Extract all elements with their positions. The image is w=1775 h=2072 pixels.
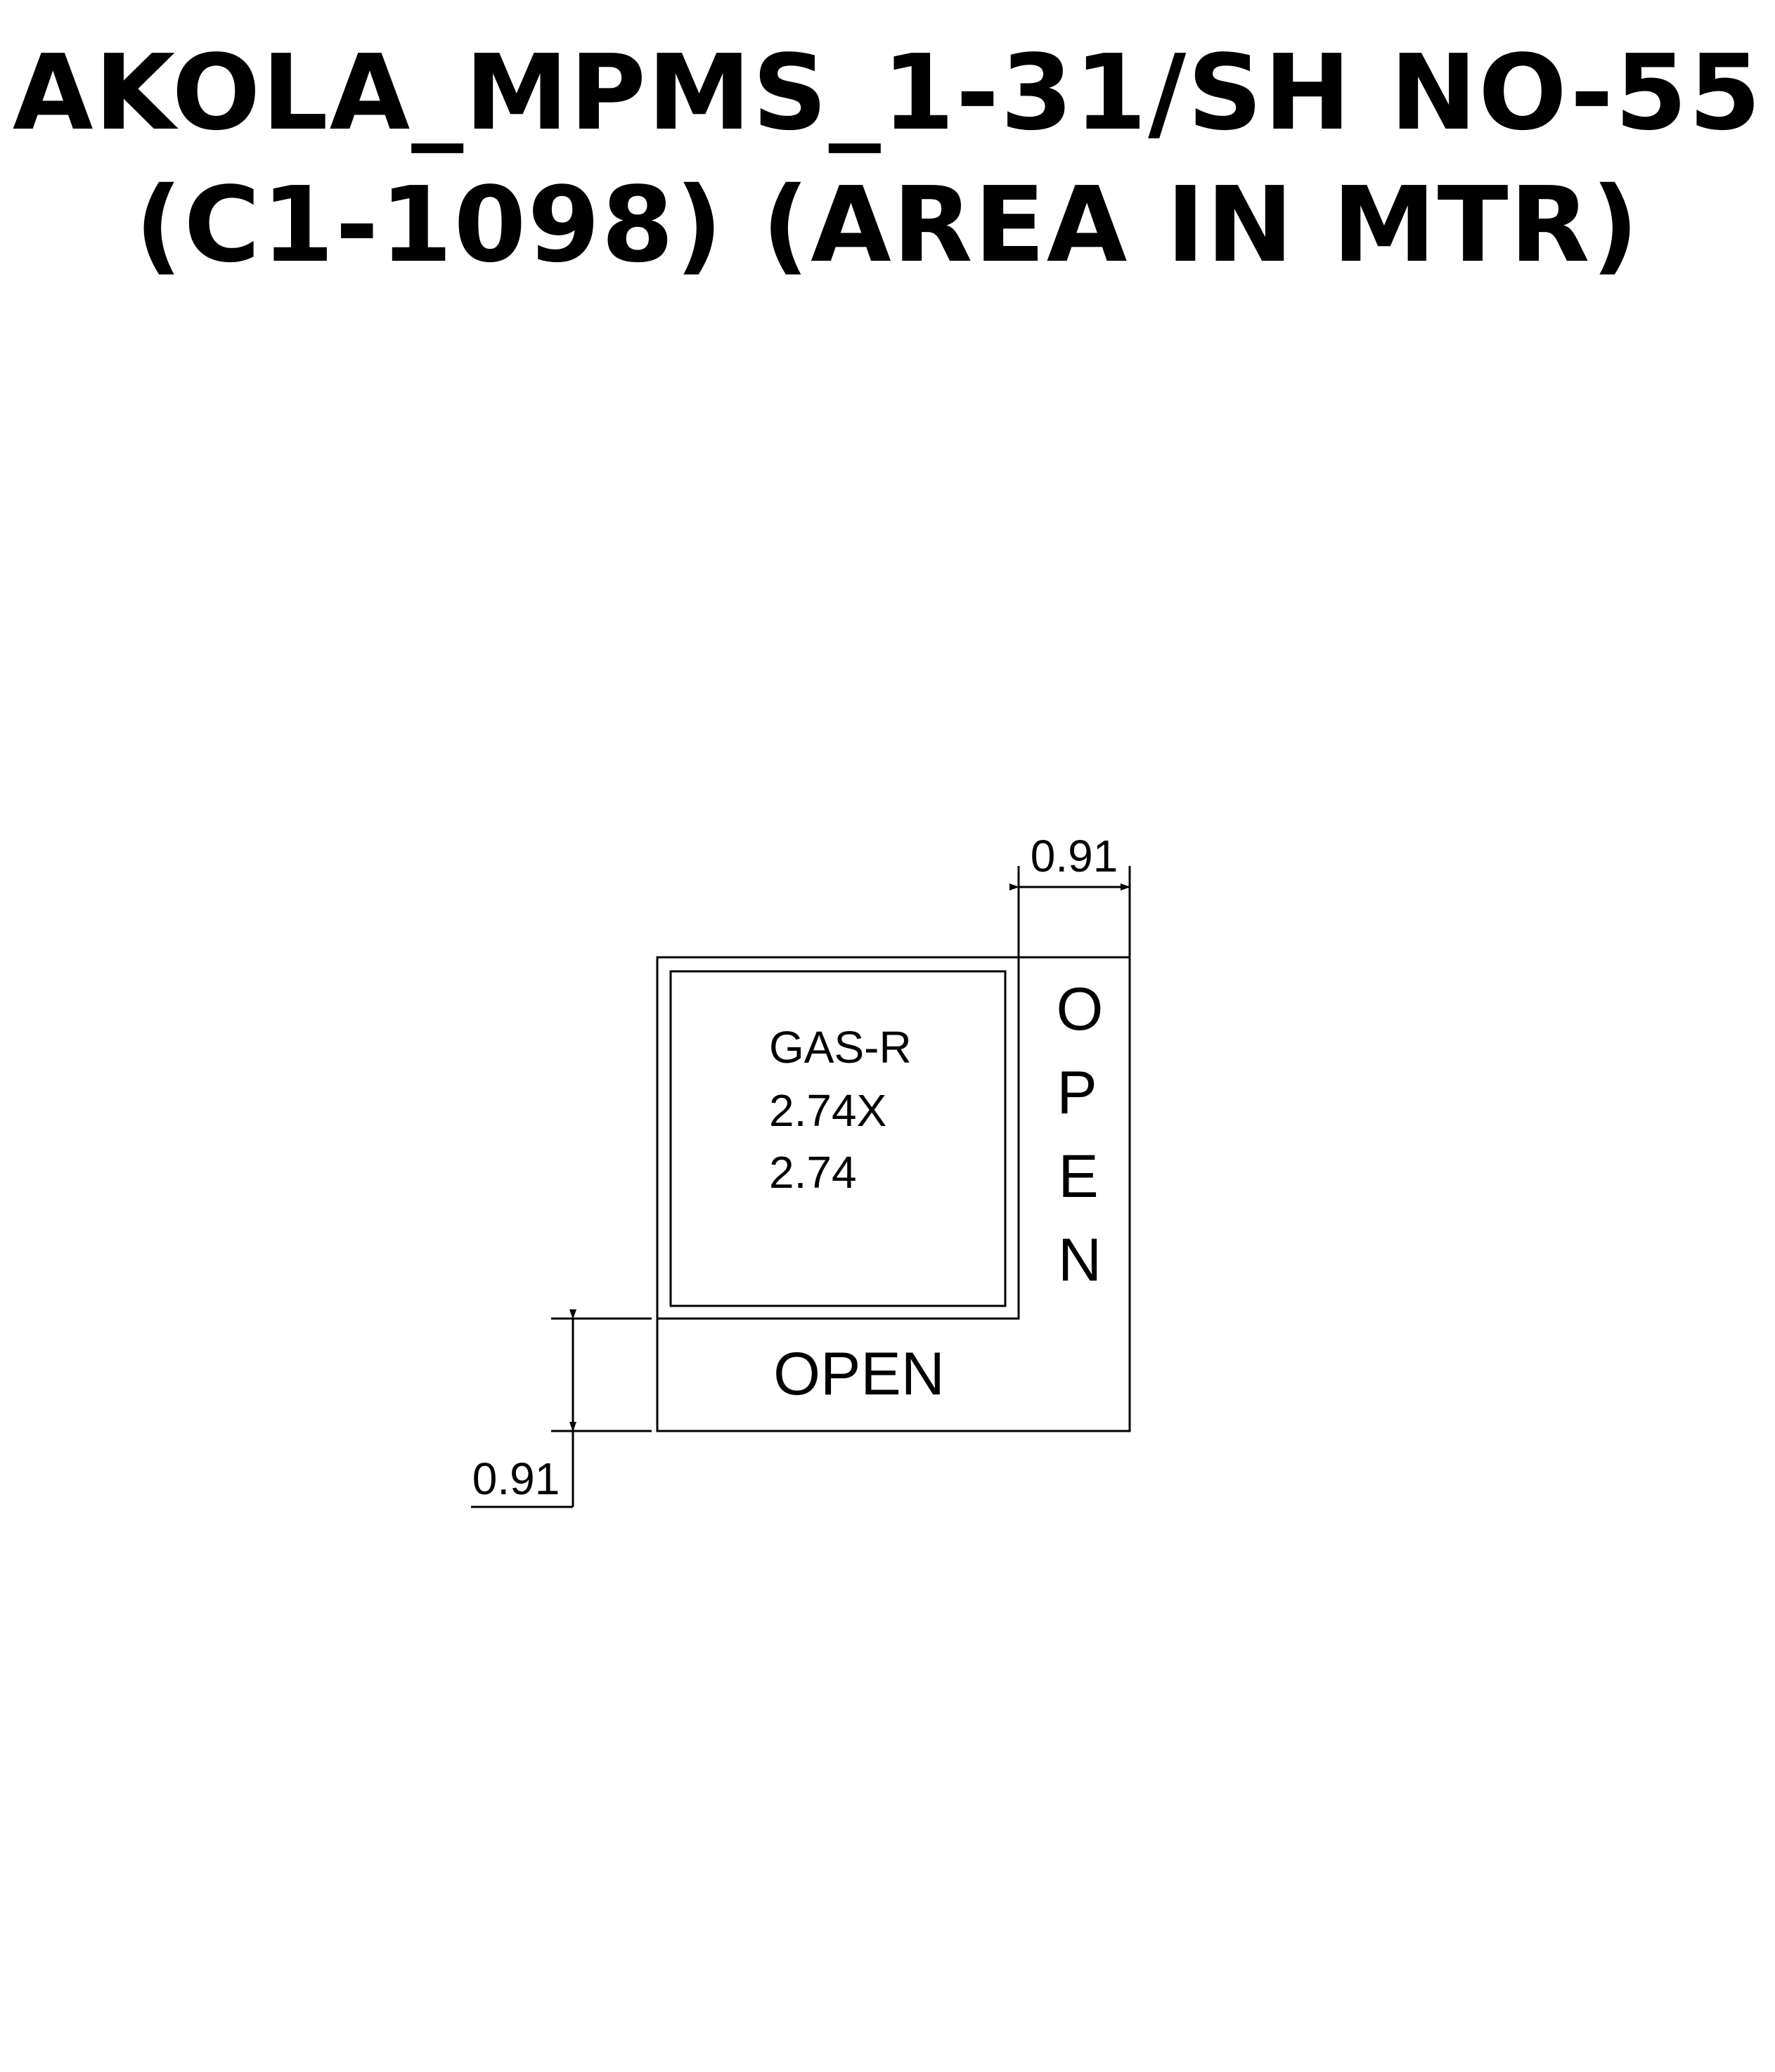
open-bottom-label: OPEN [773, 1340, 945, 1408]
dimension-right-width: 0.91 [1009, 831, 1131, 957]
room-dimension-1: 2.74X [769, 1085, 886, 1136]
open-right-letter-o: O [1057, 976, 1104, 1043]
room-dimension-2: 2.74 [769, 1147, 857, 1198]
title-line-1: AKOLA_MPMS_1-31/SH NO-55 [12, 32, 1763, 153]
drawing-title: AKOLA_MPMS_1-31/SH NO-55 (C1-1098) (AREA… [0, 27, 1775, 291]
dimension-bottom-height: 0.91 [471, 1309, 652, 1508]
dimension-right-width-text: 0.91 [1031, 831, 1118, 881]
open-right-letter-p: P [1057, 1059, 1097, 1127]
dimension-bottom-height-text: 0.91 [472, 1453, 560, 1504]
room-name: GAS-R [769, 1022, 912, 1073]
open-right-letter-e: E [1058, 1143, 1098, 1210]
room-outer-wall [656, 956, 1020, 1320]
title-line-2: (C1-1098) (AREA IN MTR) [134, 164, 1641, 285]
open-right-letter-n: N [1058, 1226, 1102, 1294]
room-inner-wall [669, 970, 1007, 1307]
